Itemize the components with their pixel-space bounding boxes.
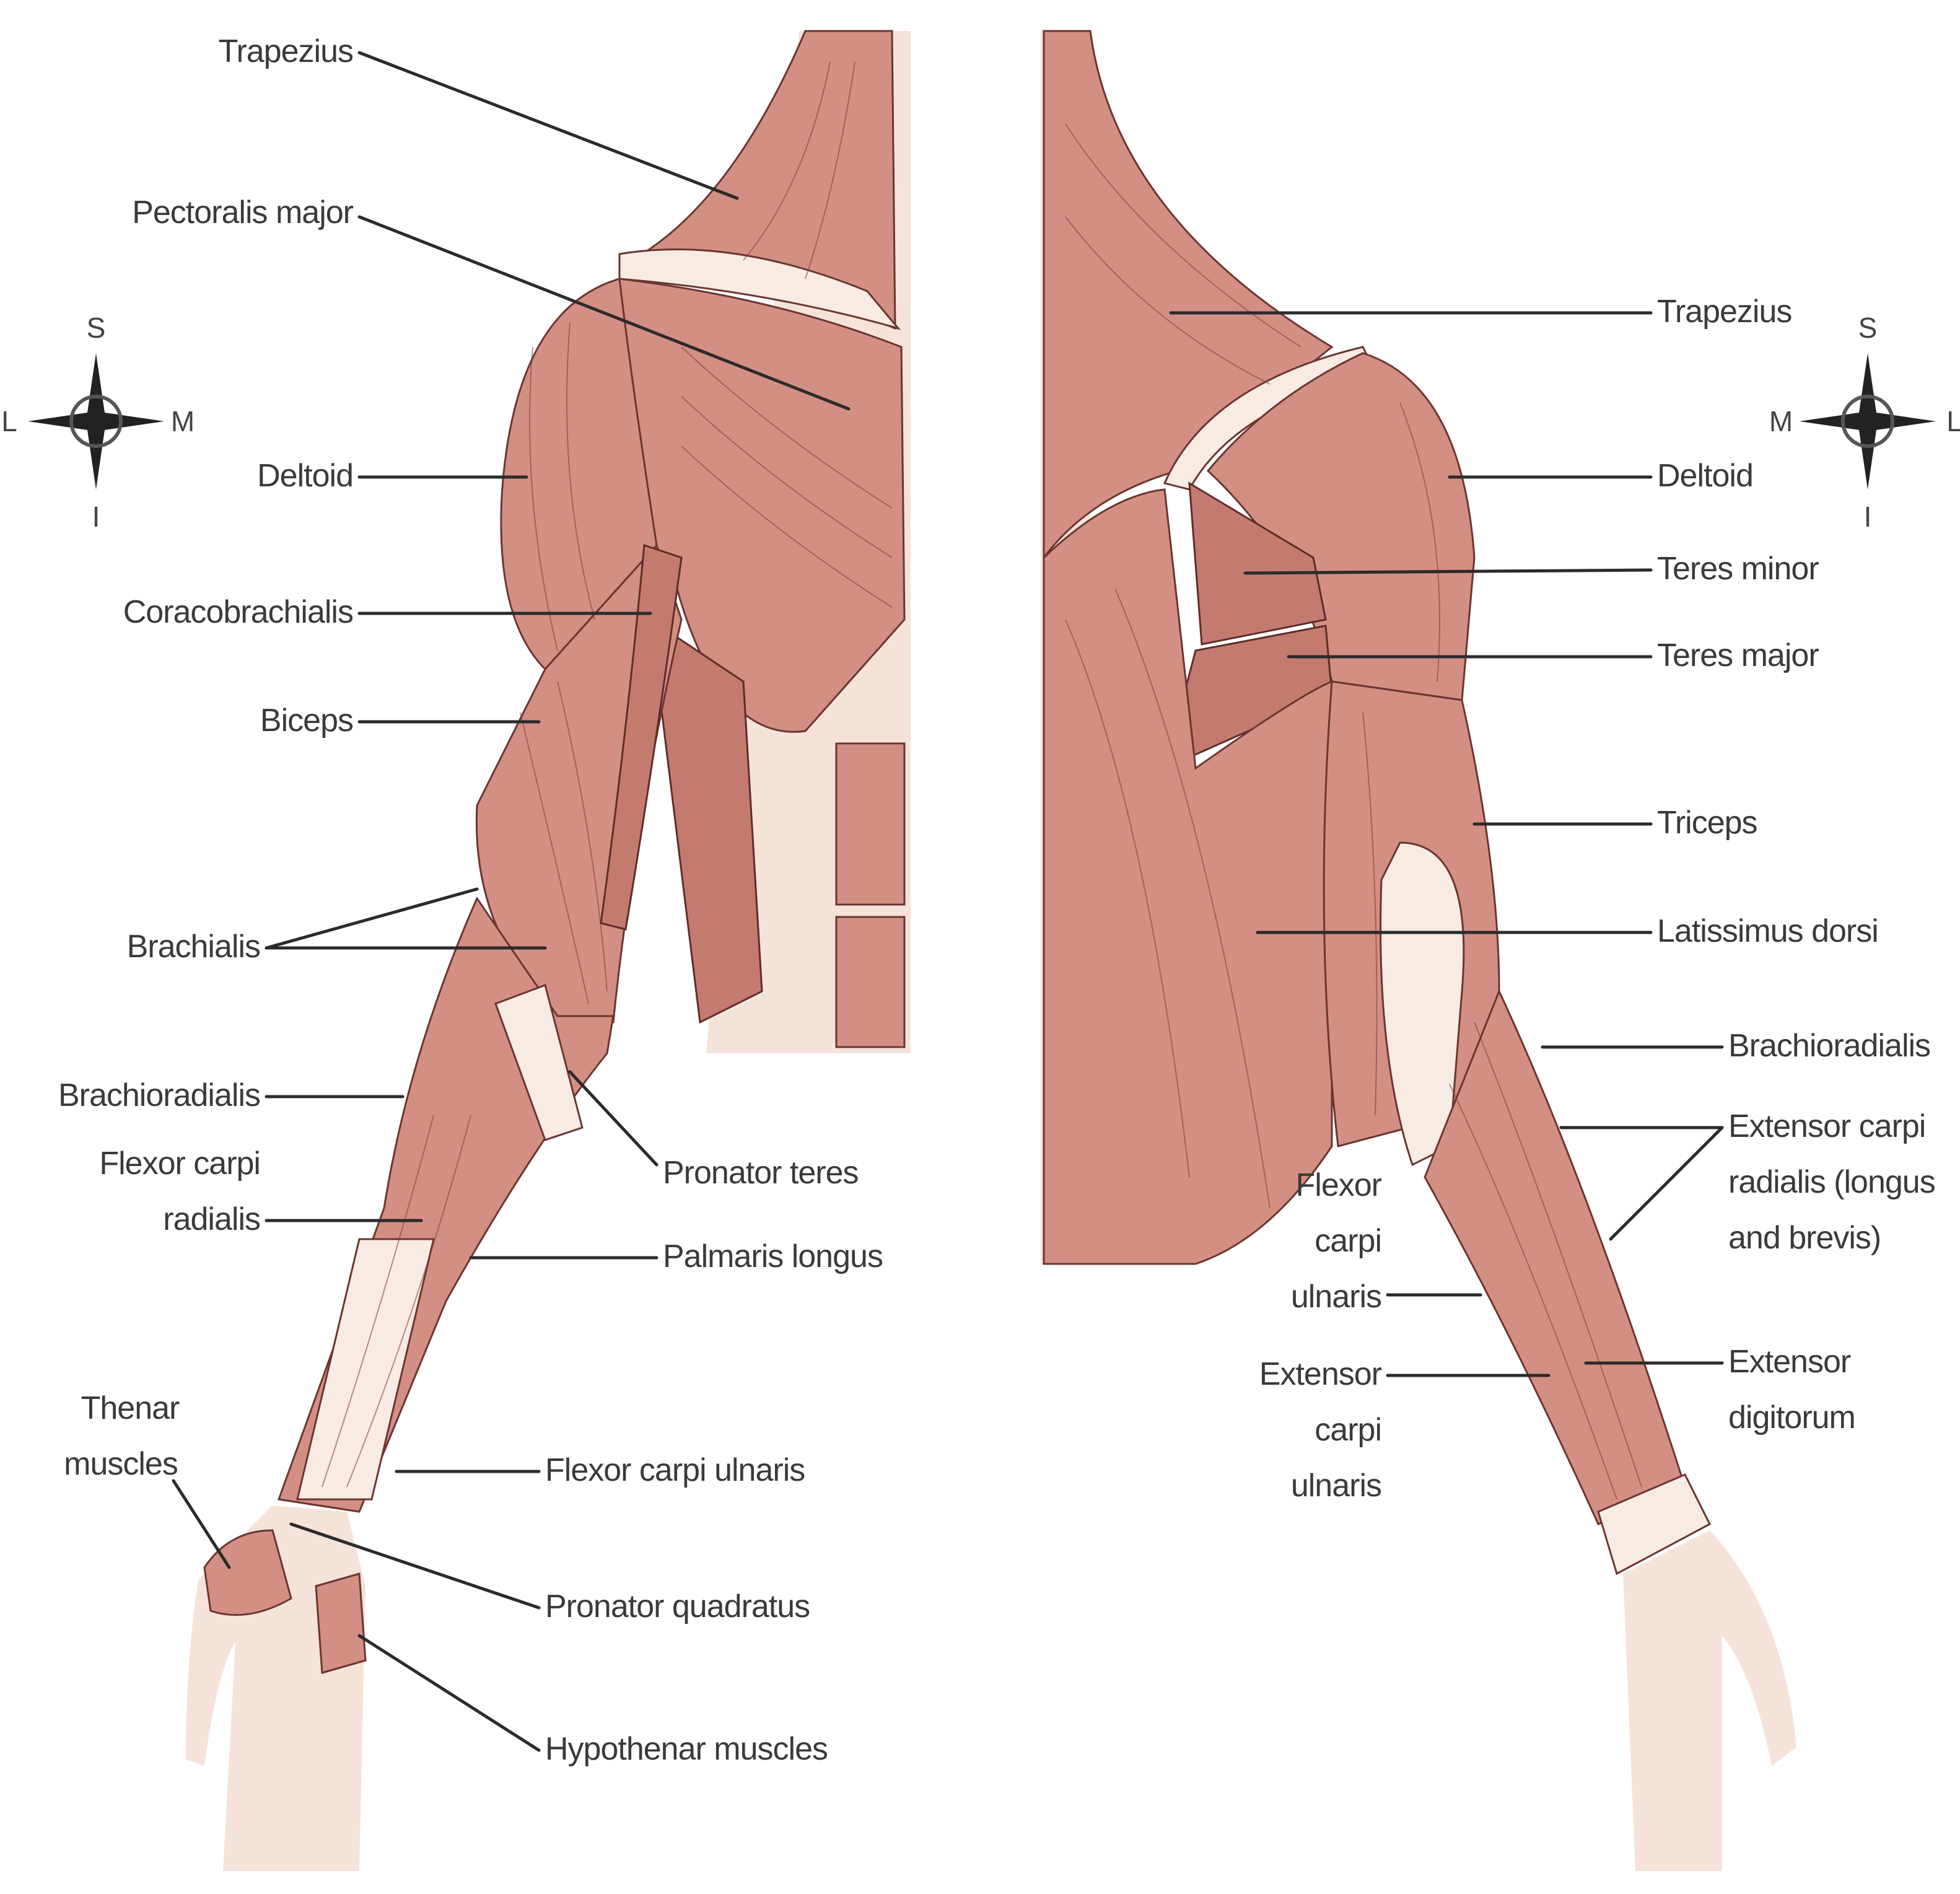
compass-right-top: S	[1858, 312, 1878, 344]
posterior-latissimus-dorsi	[1043, 488, 1333, 1265]
label-anterior-pronator-teres: Pronator teres	[663, 1155, 859, 1191]
label-posterior-extensor-carpi-radialis-2: radialis (longus	[1728, 1164, 1935, 1200]
anterior-pectoralis-major	[618, 278, 906, 733]
compass-right: S M L I	[1769, 312, 1960, 533]
posterior-fibers	[1065, 123, 1642, 1500]
compass-left-right: M	[171, 405, 195, 437]
label-anterior-pectoralis-major: Pectoralis major	[132, 195, 353, 230]
anterior-coracobrachialis	[600, 543, 683, 931]
anterior-thenar	[203, 1529, 292, 1616]
compass-right-left: M	[1769, 405, 1793, 437]
compass-right-right: L	[1946, 405, 1960, 437]
posterior-extensor-retinaculum	[1597, 1473, 1711, 1576]
posterior-teres-minor	[1188, 481, 1327, 646]
label-anterior-coracobrachialis: Coracobrachialis	[123, 594, 353, 630]
compass-left: S L M I	[1, 312, 195, 533]
label-anterior-thenar-2: muscles	[64, 1446, 178, 1482]
anterior-leader-lines	[172, 51, 851, 1752]
label-posterior-flexor-carpi-ulnaris-1: Flexor	[1296, 1167, 1382, 1203]
label-anterior-flexor-carpi-ulnaris: Flexor carpi ulnaris	[545, 1452, 805, 1488]
label-anterior-flexor-carpi-radialis-2: radialis	[163, 1201, 260, 1237]
label-anterior-flexor-carpi-radialis-1: Flexor carpi	[99, 1146, 260, 1182]
label-posterior-flexor-carpi-ulnaris-2: carpi	[1315, 1223, 1381, 1259]
posterior-triceps-tendon	[1380, 841, 1465, 1167]
posterior-forearm	[1424, 989, 1686, 1525]
anterior-forearm-tendons	[296, 1238, 435, 1501]
label-posterior-triceps: Triceps	[1657, 805, 1757, 841]
label-anterior-trapezius: Trapezius	[219, 33, 353, 69]
anterior-bicipital-aponeurosis	[494, 984, 584, 1141]
label-posterior-extensor-carpi-radialis-1: Extensor carpi	[1728, 1108, 1925, 1144]
posterior-leader-lines	[1169, 311, 1724, 1377]
anterior-fibers	[322, 61, 893, 1488]
label-posterior-deltoid: Deltoid	[1657, 458, 1753, 494]
anterior-rectus-block-2	[835, 916, 906, 1048]
label-anterior-palmaris-longus: Palmaris longus	[663, 1239, 883, 1274]
label-anterior-biceps: Biceps	[260, 703, 353, 739]
anterior-serratus	[649, 617, 763, 1024]
anterior-arm-illustration	[186, 30, 911, 1871]
compass-left-star-icon	[28, 353, 164, 489]
compass-left-left: L	[1, 405, 17, 437]
compass-left-top: S	[87, 312, 106, 344]
label-posterior-latissimus-dorsi: Latissimus dorsi	[1657, 913, 1878, 949]
anterior-rectus-block-1	[835, 742, 906, 906]
posterior-arm-illustration	[1041, 30, 1796, 1871]
label-anterior-brachioradialis: Brachioradialis	[58, 1077, 260, 1113]
anterior-hypothenar	[315, 1572, 367, 1674]
label-posterior-extensor-digitorum-2: digitorum	[1728, 1400, 1855, 1436]
compass-left-bottom: I	[92, 501, 100, 533]
label-posterior-extensor-carpi-radialis-3: and brevis)	[1728, 1220, 1881, 1256]
posterior-hand	[1623, 1530, 1796, 1871]
compass-right-star-icon	[1800, 353, 1936, 489]
label-posterior-extensor-carpi-ulnaris-1: Extensor	[1259, 1356, 1382, 1392]
compass-right-bottom: I	[1864, 501, 1872, 533]
label-anterior-thenar-1: Thenar	[81, 1390, 180, 1426]
anterior-clavicle	[618, 248, 901, 330]
label-anterior-deltoid: Deltoid	[257, 458, 353, 494]
label-posterior-extensor-carpi-ulnaris-3: ulnaris	[1291, 1468, 1381, 1504]
label-posterior-extensor-digitorum-1: Extensor	[1728, 1344, 1851, 1380]
label-posterior-flexor-carpi-ulnaris-3: ulnaris	[1291, 1279, 1381, 1315]
label-posterior-teres-major: Teres major	[1657, 638, 1819, 673]
label-anterior-hypothenar-muscles: Hypothenar muscles	[545, 1731, 828, 1767]
label-anterior-pronator-quadratus: Pronator quadratus	[545, 1589, 810, 1624]
posterior-labels: Trapezius Deltoid Teres minor Teres majo…	[1259, 294, 1936, 1504]
label-posterior-brachioradialis: Brachioradialis	[1728, 1028, 1930, 1064]
label-posterior-teres-minor: Teres minor	[1657, 551, 1819, 587]
label-anterior-brachialis: Brachialis	[127, 929, 260, 965]
label-posterior-extensor-carpi-ulnaris-2: carpi	[1315, 1412, 1381, 1448]
anterior-deltoid	[500, 278, 658, 671]
anterior-labels: Trapezius Pectoralis major Deltoid Corac…	[58, 33, 883, 1767]
label-posterior-trapezius: Trapezius	[1657, 294, 1792, 330]
